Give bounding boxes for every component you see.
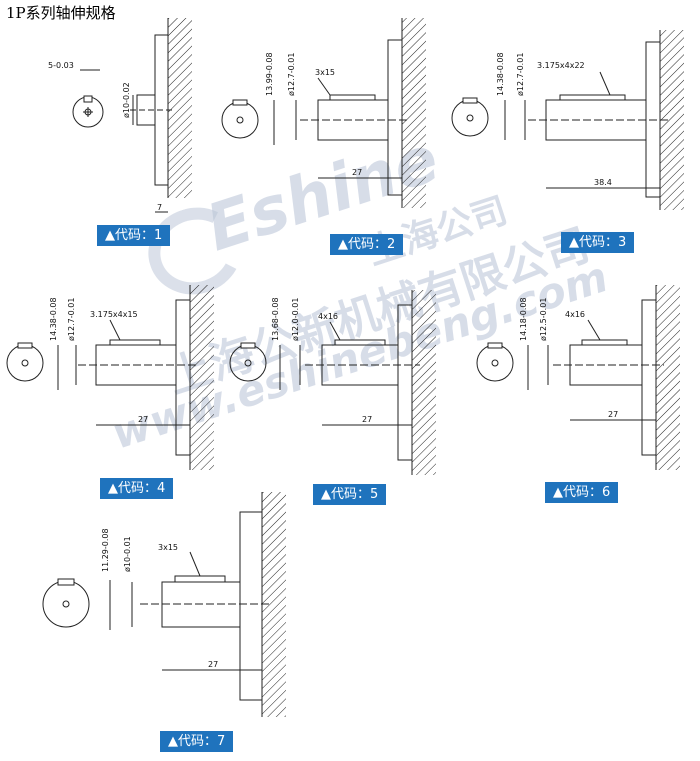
length-label: 27	[352, 168, 362, 177]
shaft-dia-label: ø12.7-0.01	[287, 53, 296, 96]
view-5: 13.68-0.08 ø12.0-0.01 4x16 27	[229, 290, 436, 475]
view-3: 14.38-0.08 ø12.7-0.01 3.175x4x22 38.4	[451, 30, 684, 210]
shaft-dia-label: ø12.5-0.01	[539, 298, 548, 341]
length-label: 27	[362, 415, 372, 424]
shaft	[136, 94, 156, 126]
code-label-3: ▲代码：3	[561, 232, 635, 253]
length-label: 7	[157, 203, 162, 212]
length-label: 38.4	[594, 178, 612, 187]
length-label: 27	[208, 660, 218, 669]
code-label-6: ▲代码：6	[545, 482, 619, 503]
key-label: 3x15	[158, 543, 178, 552]
shaft-dia-label: ø12.7-0.01	[67, 298, 76, 341]
code-label-5: ▲代码：5	[313, 484, 387, 505]
key-label: 5-0.03	[48, 61, 74, 70]
code-label-2: ▲代码：2	[330, 234, 404, 255]
shaft-dia-label: ø12.0-0.01	[291, 298, 300, 341]
view-6: 14.18-0.08 ø12.5-0.01 4x16 27	[476, 285, 680, 470]
height-label: 13.99-0.08	[265, 52, 274, 96]
key-label: 4x16	[565, 310, 585, 319]
shaft-dia-label: ø10-0.02	[122, 82, 131, 118]
view-2: 13.99-0.08 ø12.7-0.01 3x15 27	[221, 18, 426, 208]
shaft-dia-label: ø10-0.01	[123, 536, 132, 572]
page-title: 1P系列轴伸规格	[6, 4, 116, 22]
view-1: ø10-0.02 5-0.03 7	[48, 18, 192, 213]
height-label: 14.18-0.08	[519, 297, 528, 341]
key-label: 3x15	[315, 68, 335, 77]
key-label: 3.175x4x15	[90, 310, 138, 319]
code-label-4: ▲代码：4	[100, 478, 174, 499]
key-label: 3.175x4x22	[537, 61, 585, 70]
view-4: 14.38-0.08 ø12.7-0.01 3.175x4x15 27	[6, 285, 214, 470]
shaft-dia-label: ø12.7-0.01	[516, 53, 525, 96]
height-label: 14.38-0.08	[496, 52, 505, 96]
view-7: 11.29-0.08 ø10-0.01 3x15 27	[42, 492, 286, 717]
height-label: 13.68-0.08	[271, 297, 280, 341]
key-label: 4x16	[318, 312, 338, 321]
code-label-1: ▲代码：1	[97, 225, 171, 246]
length-label: 27	[138, 415, 148, 424]
code-label-7: ▲代码：7	[160, 731, 234, 752]
length-label: 27	[608, 410, 618, 419]
mount-hatch	[168, 18, 192, 198]
height-label: 14.38-0.08	[49, 297, 58, 341]
height-label: 11.29-0.08	[101, 528, 110, 572]
